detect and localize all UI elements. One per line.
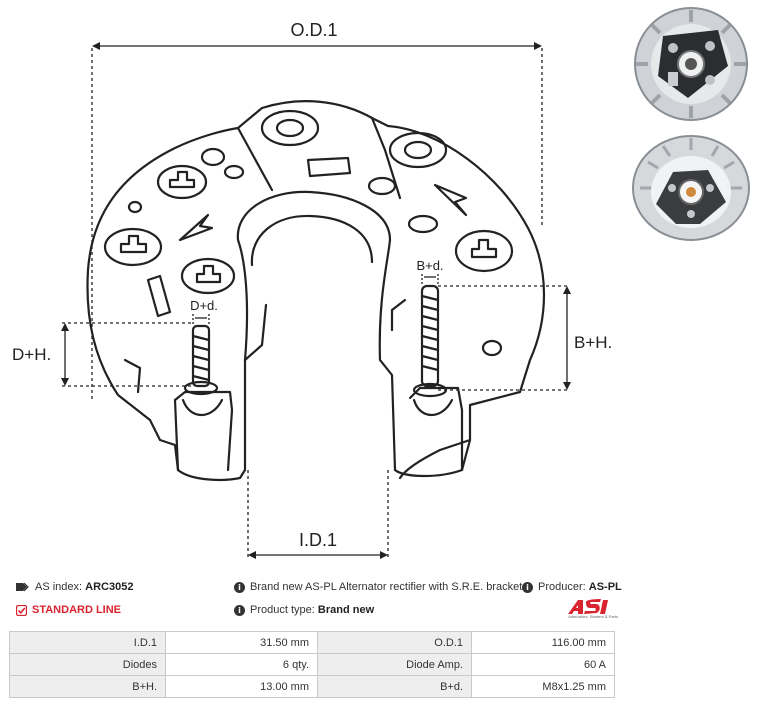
as-pl-logo	[568, 599, 608, 614]
bd-label: B+d.	[416, 258, 443, 273]
spec-label: I.D.1	[9, 631, 166, 654]
product-type-value: Brand new	[317, 604, 375, 616]
spec-value: 60 A	[471, 653, 615, 676]
info-icon: i	[522, 581, 533, 593]
spec-table: I.D.1 31.50 mm O.D.1 116.00 mm Diodes 6 …	[9, 631, 615, 698]
spec-value: 13.00 mm	[165, 675, 318, 698]
standard-line-label: STANDARD LINE	[32, 604, 122, 616]
info-icon: i	[234, 604, 245, 616]
id-label: I.D.1	[299, 530, 337, 550]
spec-label: Diodes	[9, 653, 166, 676]
bh-label: B+H.	[574, 333, 612, 352]
spec-value: 116.00 mm	[471, 631, 615, 654]
table-row: B+H. 13.00 mm B+d. M8x1.25 mm	[9, 675, 615, 698]
spec-label: Diode Amp.	[317, 653, 472, 676]
spec-label: B+d.	[317, 675, 472, 698]
product-type-label: Product type:	[250, 604, 315, 616]
tag-icon	[16, 582, 29, 592]
description-row: i Brand new AS-PL Alternator rectifier w…	[234, 581, 522, 593]
as-index-label: AS index:	[35, 581, 83, 593]
spec-value: 6 qty.	[165, 653, 318, 676]
standard-line-row: STANDARD LINE	[16, 604, 121, 616]
producer-value: AS-PL	[588, 581, 622, 593]
spec-label: O.D.1	[317, 631, 472, 654]
rectifier-technical-drawing: O.D.1 I.D.1 B+H. B+d. D+H. D+d.	[12, 20, 612, 560]
producer-row: i Producer: AS-PL	[522, 581, 622, 593]
spec-value: M8x1.25 mm	[471, 675, 615, 698]
rectifier-body-outline	[86, 100, 546, 480]
dd-label: D+d.	[190, 298, 218, 313]
info-icon: i	[234, 581, 245, 593]
as-index-row: AS index: ARC3052	[16, 581, 133, 593]
check-square-icon	[16, 604, 27, 616]
table-row: Diodes 6 qty. Diode Amp. 60 A	[9, 653, 615, 676]
product-photo-top	[634, 7, 748, 121]
table-row: I.D.1 31.50 mm O.D.1 116.00 mm	[9, 631, 615, 654]
description-text: Brand new AS-PL Alternator rectifier wit…	[250, 581, 523, 593]
logo-subtitle: Alternators, Starters & Parts	[568, 614, 618, 619]
spec-label: B+H.	[9, 675, 166, 698]
spec-value: 31.50 mm	[165, 631, 318, 654]
product-photo-bottom	[632, 135, 750, 241]
as-index-value: ARC3052	[85, 581, 134, 593]
od-label: O.D.1	[290, 20, 337, 40]
producer-label: Producer:	[538, 581, 586, 593]
dh-label: D+H.	[12, 345, 51, 364]
product-type-row: i Product type: Brand new	[234, 604, 374, 616]
